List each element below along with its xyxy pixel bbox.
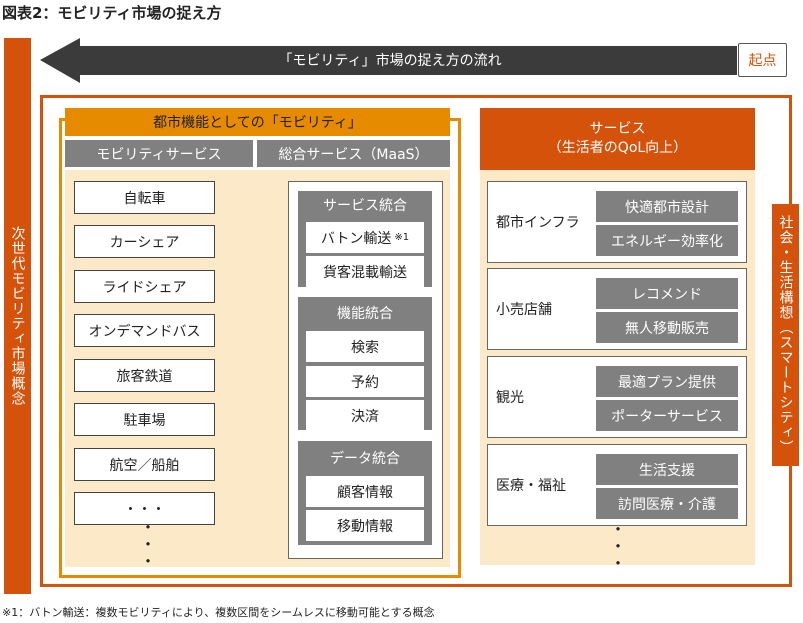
- category-label: 医療・福祉: [496, 478, 566, 494]
- services-more-dots: ・・・: [607, 520, 626, 572]
- left-bar-next-gen-mobility: 次世代モビリティ市場概念: [4, 38, 31, 594]
- right-bar-smart-city: 社会・生活構想（スマートシティ）: [772, 204, 799, 466]
- city-mobility-header: 都市機能としての「モビリティ」: [65, 108, 450, 136]
- service-item: ポーターサービス: [596, 400, 738, 431]
- col-mobility-services: モビリティサービス: [65, 140, 253, 167]
- mobility-item: 自転車: [74, 181, 215, 214]
- customer-info-item: 顧客情報: [306, 476, 424, 507]
- start-point-box: 起点: [738, 43, 787, 77]
- flow-arrow-shape: [40, 38, 737, 83]
- footnote: ※1：バトン輸送：複数モビリティにより、複数区間をシームレスに移動可能とする概念: [2, 606, 435, 619]
- col-integrated-services: 総合サービス（MaaS）: [257, 140, 450, 167]
- note-mark: ※1: [394, 232, 410, 243]
- mobility-item: 航空／船舶: [74, 448, 215, 481]
- category-label: 小売店舗: [496, 302, 552, 318]
- mobility-item: 駐車場: [74, 403, 215, 436]
- service-item: レコメンド: [596, 278, 738, 309]
- services-header: サービス （生活者のQoL向上）: [480, 108, 755, 170]
- service-integration-title: サービス統合: [323, 198, 407, 214]
- function-integration-title: 機能統合: [337, 306, 393, 322]
- cargo-passenger-item: 貨客混載輸送: [306, 256, 424, 287]
- mobility-item: カーシェア: [74, 225, 215, 258]
- mobility-more-dots: ・・・: [137, 518, 156, 570]
- right-bar-label: 社会・生活構想（スマートシティ）: [777, 215, 794, 455]
- service-item: 最適プラン提供: [596, 366, 738, 397]
- mobility-item-more: ・・・: [74, 492, 215, 525]
- category-label: 都市インフラ: [496, 215, 580, 231]
- figure-title: 図表2：モビリティ市場の捉え方: [2, 4, 222, 22]
- mobility-item: 旅客鉄道: [74, 359, 215, 392]
- service-item: エネルギー効率化: [596, 225, 738, 256]
- service-item: 生活支援: [596, 454, 738, 485]
- left-bar-label: 次世代モビリティ市場概念: [9, 226, 26, 406]
- flow-arrow-label: 「モビリティ」市場の捉え方の流れ: [278, 53, 502, 69]
- payment-item: 決済: [306, 400, 424, 431]
- mobility-item: ライドシェア: [74, 270, 215, 303]
- search-item: 検索: [306, 331, 424, 362]
- data-integration-title: データ統合: [330, 451, 400, 467]
- mobility-item: オンデマンドバス: [74, 314, 215, 347]
- reservation-item: 予約: [306, 366, 424, 397]
- service-item: 快適都市設計: [596, 191, 738, 222]
- category-label: 観光: [496, 390, 524, 406]
- movement-info-item: 移動情報: [306, 510, 424, 541]
- baton-transport-item: バトン輸送※1: [306, 222, 424, 253]
- service-item: 無人移動販売: [596, 312, 738, 343]
- service-item: 訪問医療・介護: [596, 488, 738, 519]
